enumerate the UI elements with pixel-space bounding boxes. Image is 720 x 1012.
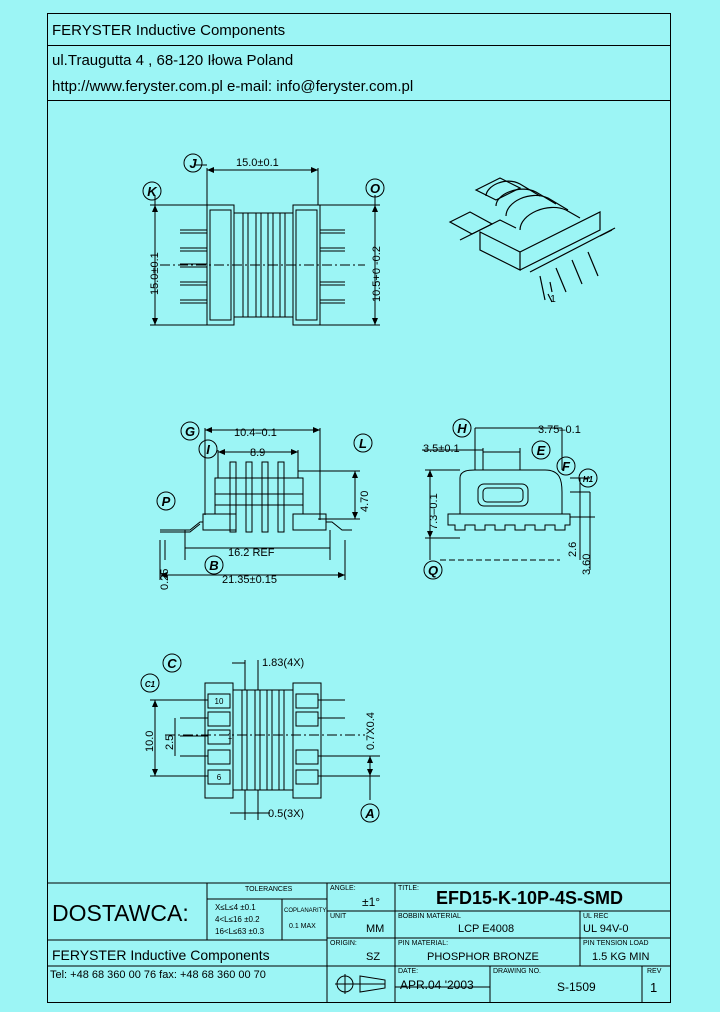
side-view: [156, 421, 373, 580]
callout-b: B: [209, 558, 218, 573]
dim-end-360: 3.60: [581, 554, 593, 575]
callout-e: E: [537, 443, 546, 458]
dim-overall: 21.35±0.15: [222, 574, 277, 586]
unit-value: MM: [366, 923, 385, 935]
dim-thick: 0.25: [159, 569, 171, 590]
angle-value: ±1°: [362, 895, 381, 909]
rev-value: 1: [650, 980, 658, 995]
callout-a: A: [364, 806, 374, 821]
pin-label-6: 6: [217, 773, 222, 782]
dim-end-w: 3.5±0.1: [423, 443, 460, 455]
bobbin-material-value: LCP E4008: [458, 923, 515, 935]
ul-value: UL 94V-0: [583, 923, 629, 935]
pin-tension-value: 1.5 KG MIN: [592, 951, 650, 963]
callout-o: O: [370, 181, 380, 196]
dim-h25: 2.5: [164, 735, 176, 750]
pin-tension-label: PIN TENSION LOAD: [583, 940, 649, 947]
angle-label: ANGLE:: [330, 885, 356, 892]
callout-q: Q: [428, 563, 438, 578]
dim-pitch: 1.83(4X): [262, 657, 304, 669]
origin-value: SZ: [366, 951, 381, 963]
dim-height-left: 15.0±0.1: [149, 252, 161, 295]
ul-label: UL REC: [583, 913, 609, 920]
coplanarity-label: COPLANARITY: [284, 908, 327, 914]
origin-label: ORIGIN:: [330, 940, 357, 947]
coplanarity-value: 0.1 MAX: [289, 923, 316, 930]
callout-c: C: [167, 656, 177, 671]
pin-material-value: PHOSPHOR BRONZE: [427, 951, 539, 963]
header-divider-2: [47, 100, 671, 101]
drawing-number-value: S-1509: [557, 980, 596, 994]
drawing-frame: [47, 13, 671, 1003]
header-divider-1: [47, 45, 671, 46]
end-view: [422, 418, 598, 580]
title-block-grid: [47, 882, 671, 1002]
drawing-number-label: DRAWING NO.: [493, 968, 541, 975]
tolerance-row-2: 4<L≤16 ±0.2: [215, 915, 260, 924]
callout-h: H: [457, 421, 467, 436]
dim-end-h: 7.3–0.1: [428, 493, 440, 530]
callout-c1: C1: [145, 680, 156, 689]
bobbin-material-label: BOBBIN MATERIAL: [398, 913, 461, 920]
dim-width-side: 10.4–0.1: [234, 427, 277, 439]
callout-k: K: [147, 184, 158, 199]
bottom-view: [140, 653, 380, 823]
top-view: [142, 153, 385, 326]
callout-f: F: [562, 459, 571, 474]
title-label: TITLE:: [398, 885, 420, 892]
tolerances-label: TOLERANCES: [245, 886, 293, 893]
callout-l: L: [359, 436, 367, 451]
dim-ref: 16.2 REF: [228, 547, 275, 559]
tolerance-row-1: X≤L≤4 ±0.1: [215, 903, 256, 912]
dimension-texts: 15.0±0.1 15.0±0.1 10.5+0 -0.2 10.4–0.1 8…: [144, 157, 593, 820]
iso-view: [448, 177, 616, 303]
footer-company: FERYSTER Inductive Components: [52, 947, 270, 963]
pin-labels: 10 1 6 1: [215, 294, 557, 782]
company-contact: http://www.feryster.com.pl e-mail: info@…: [52, 78, 414, 95]
pin-material-label: PIN MATERIAL:: [398, 940, 449, 947]
company-name: FERYSTER Inductive Components: [52, 22, 286, 39]
callout-g: G: [185, 424, 195, 439]
dim-end-26: 2.6: [567, 542, 579, 557]
dim-height-right: 10.5+0 -0.2: [371, 246, 383, 302]
dim-height-side: 4.70: [359, 491, 371, 512]
callout-h1: H1: [583, 475, 594, 484]
callout-p: P: [162, 494, 171, 509]
rev-label: REV: [647, 968, 662, 975]
unit-label: UNIT: [330, 913, 347, 920]
dim-gap: 0.5(3X): [268, 808, 304, 820]
dim-pin-w: 0.7X0.4: [365, 712, 377, 750]
supplier-label: DOSTAWCA:: [52, 900, 189, 926]
callout-j: J: [189, 156, 197, 171]
dim-h100: 10.0: [144, 731, 156, 752]
pin-label-10: 10: [215, 697, 224, 706]
callout-i: I: [206, 442, 210, 457]
tolerance-row-3: 16<L≤63 ±0.3: [215, 927, 265, 936]
footer-phone: Tel: +48 68 360 00 76 fax: +48 68 360 00…: [50, 969, 266, 981]
date-value: APR.04 '2003: [400, 978, 474, 992]
callout-letters: J K O G I L P B H E F H1 Q C C1 A: [145, 156, 594, 821]
dim-inner: 8.9: [250, 447, 265, 459]
company-address: ul.Traugutta 4 , 68-120 Iłowa Poland: [52, 52, 294, 69]
iso-pin-number: 1: [550, 294, 556, 305]
date-label: DATE:: [398, 968, 419, 975]
part-title: EFD15-K-10P-4S-SMD: [436, 888, 624, 908]
dim-width-top: 15.0±0.1: [236, 157, 279, 169]
pin-label-1a: 1: [228, 732, 233, 741]
dim-end-r: 3.75–0.1: [538, 424, 581, 436]
